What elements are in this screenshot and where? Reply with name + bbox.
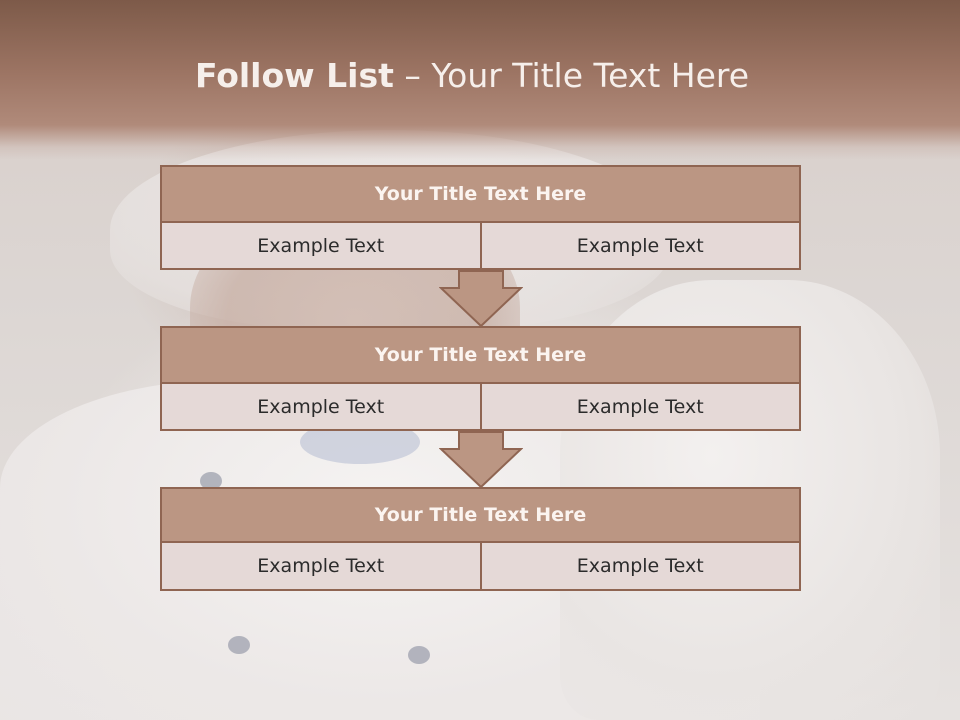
header-band bbox=[0, 0, 960, 160]
stage-row: Example Text Example Text bbox=[160, 541, 801, 591]
stage-cell-left: Example Text bbox=[160, 221, 482, 270]
stage-row: Example Text Example Text bbox=[160, 221, 801, 270]
down-arrow-icon bbox=[439, 270, 523, 328]
stage-box: Your Title Text Here Example Text Exampl… bbox=[160, 487, 801, 591]
jacket-button-dot bbox=[200, 472, 222, 490]
stage-row: Example Text Example Text bbox=[160, 382, 801, 431]
stage-heading: Your Title Text Here bbox=[160, 487, 801, 543]
page-title-light: – Your Title Text Here bbox=[393, 56, 750, 95]
jacket-button-dot bbox=[408, 646, 430, 664]
stage-box: Your Title Text Here Example Text Exampl… bbox=[160, 326, 801, 431]
stage-cell-right: Example Text bbox=[479, 541, 801, 591]
page-title-bold: Follow List bbox=[194, 56, 394, 95]
page-title: Follow List – Your Title Text Here bbox=[0, 54, 944, 98]
stage-heading: Your Title Text Here bbox=[160, 326, 801, 384]
stage-cell-left: Example Text bbox=[160, 382, 482, 431]
stage-cell-right: Example Text bbox=[479, 382, 801, 431]
stage-heading: Your Title Text Here bbox=[160, 165, 801, 223]
stage-box: Your Title Text Here Example Text Exampl… bbox=[160, 165, 801, 270]
jacket-button-dot bbox=[228, 636, 250, 654]
stage-cell-right: Example Text bbox=[479, 221, 801, 270]
stage-cell-left: Example Text bbox=[160, 541, 482, 591]
down-arrow-icon bbox=[439, 431, 523, 489]
